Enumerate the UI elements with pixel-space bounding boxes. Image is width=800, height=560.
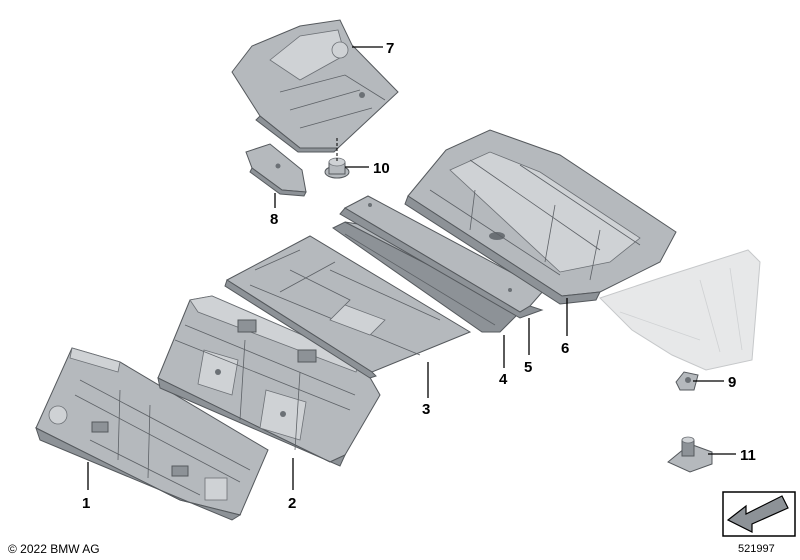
copyright-text: © 2022 BMW AG xyxy=(8,542,100,556)
part-7-battery-tray[interactable] xyxy=(231,19,399,153)
diagram-number: 521997 xyxy=(738,543,775,555)
part-6-spare-wheel-tub[interactable] xyxy=(404,129,677,305)
part-5-upper-rail[interactable] xyxy=(339,195,545,319)
orientation-arrow-icon xyxy=(722,491,796,537)
callout-10: 10 xyxy=(373,160,390,177)
callout-6: 6 xyxy=(561,340,569,357)
callout-11: 11 xyxy=(740,447,756,464)
callout-2: 2 xyxy=(288,495,296,512)
part-2-seat-cross-panel[interactable] xyxy=(157,295,381,467)
part-3-rear-floor-panel[interactable] xyxy=(224,235,472,379)
part-8-support-bracket[interactable] xyxy=(245,143,307,197)
part-11-weld-stud-bracket[interactable] xyxy=(667,436,713,473)
callout-7: 7 xyxy=(386,40,394,57)
part-9-nut-bracket[interactable] xyxy=(675,371,699,391)
callout-4: 4 xyxy=(499,371,508,388)
part-1-front-floor-panel[interactable] xyxy=(35,347,269,521)
part-10-mount-nut[interactable] xyxy=(324,138,350,179)
callout-5: 5 xyxy=(524,359,532,376)
callout-8: 8 xyxy=(270,211,278,228)
callout-3: 3 xyxy=(422,401,430,418)
leader-lines xyxy=(87,46,736,490)
ghost-rear-structure xyxy=(599,249,761,371)
callouts: 1 2 3 4 5 6 7 8 9 10 11 xyxy=(82,40,756,512)
callout-9: 9 xyxy=(728,374,736,391)
callout-1: 1 xyxy=(82,495,90,512)
